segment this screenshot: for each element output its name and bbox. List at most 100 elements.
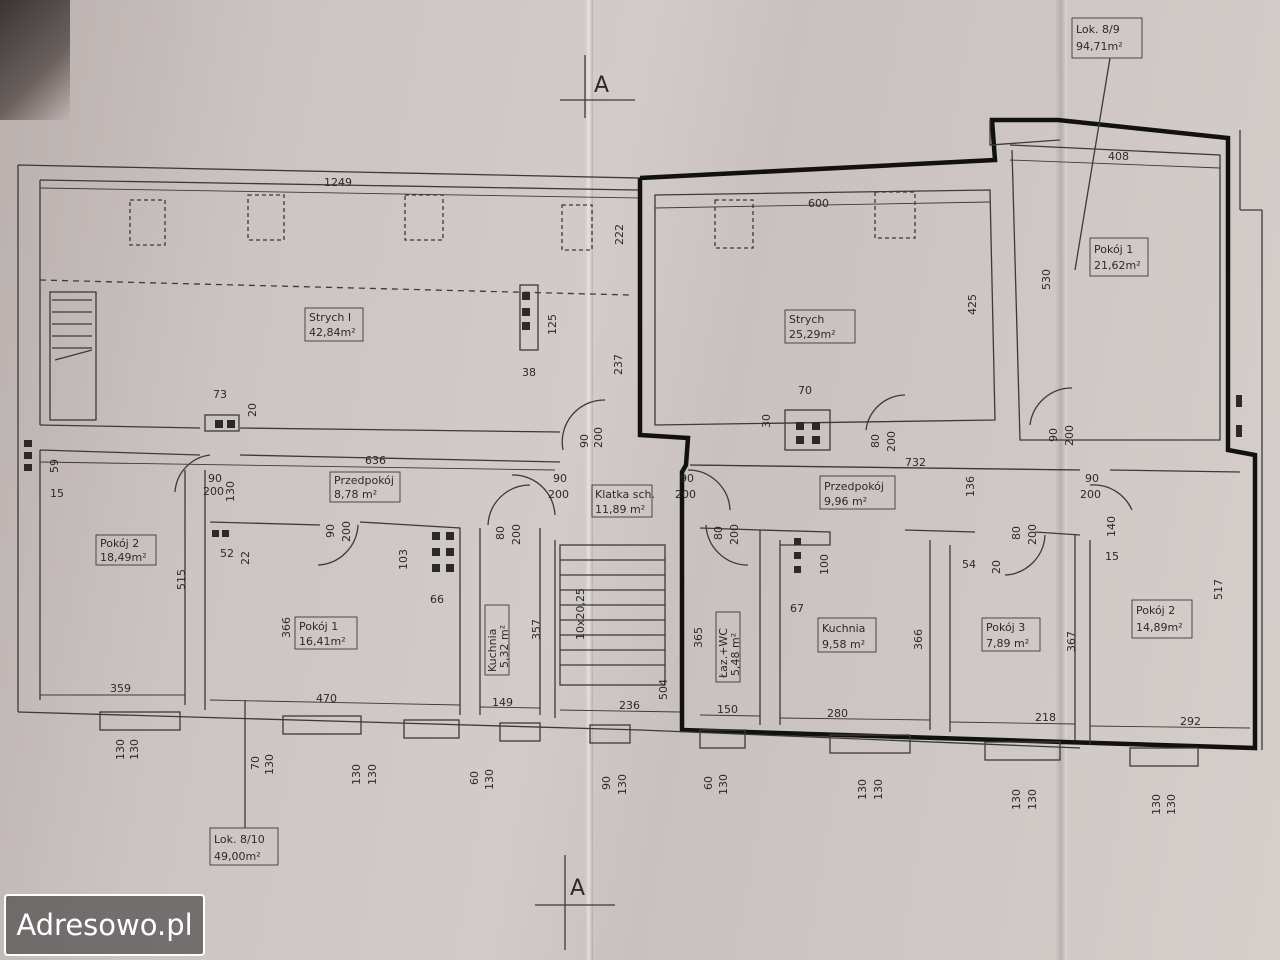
dim-label: 366 — [912, 629, 925, 650]
wall-kuchnia-klatka — [539, 528, 556, 718]
unit-8-10-area: 49,00m² — [214, 850, 261, 863]
windows — [99, 711, 1199, 767]
dim-label: 530 — [1040, 269, 1053, 290]
dim-label: 66 — [430, 593, 444, 606]
section-mark-bottom-label: A — [570, 876, 585, 901]
staircase-steps — [560, 559, 665, 666]
window-dimension-labels: 130 130 70 130 130 130 60 130 90 130 60 … — [114, 739, 1178, 815]
dim-label: 504 — [657, 679, 670, 700]
vertical-dimension-labels: 222 425 530 125 237 20 30 59 130 90 200 … — [48, 224, 1225, 700]
room-klatka-area: 11,89 m² — [595, 503, 645, 516]
room-kuchnia-left-name: Kuchnia — [486, 629, 499, 672]
leader-lok89 — [1074, 57, 1111, 271]
dim-label: 90 — [578, 434, 591, 448]
dim-label: 292 — [1180, 715, 1201, 728]
room-przedpokoj-left-name: Przedpokój — [334, 474, 394, 487]
dim-label: 130 — [366, 764, 379, 785]
dim-label: 38 — [522, 366, 536, 379]
room-pokoj1-right-area: 21,62m² — [1094, 259, 1141, 272]
dim-label: 150 — [717, 703, 738, 716]
room-strych1-name: Strych I — [309, 311, 351, 324]
room-pokoj1-right-name: Pokój 1 — [1094, 243, 1133, 256]
paper-fold-right — [1055, 0, 1067, 960]
room-pokoj1-left-name: Pokój 1 — [299, 620, 338, 633]
dim-label: 73 — [213, 388, 227, 401]
dim-label: 280 — [827, 707, 848, 720]
section-mark-top — [560, 55, 635, 118]
dim-label: 15 — [50, 487, 64, 500]
paper-fold — [585, 0, 593, 960]
dim-label: 90 — [1085, 472, 1099, 485]
attic-left-walls — [17, 164, 641, 712]
section-mark-top-label: A — [594, 73, 609, 98]
room-przedpokoj-left-area: 8,78 m² — [334, 488, 377, 501]
dim-label: 100 — [818, 554, 831, 575]
dim-label: 732 — [905, 456, 926, 469]
door-swings — [174, 387, 1133, 576]
dim-label: 90 — [324, 524, 337, 538]
dim-label: 130 — [350, 764, 363, 785]
wall-pokoj3-pokoj2 — [1074, 535, 1091, 745]
dim-label: 70 — [798, 384, 812, 397]
dim-label: 365 — [692, 627, 705, 648]
dim-label: 80 — [712, 526, 725, 540]
attic-dashed-line — [39, 279, 631, 296]
room-pokoj2-right-name: Pokój 2 — [1136, 604, 1175, 617]
chimney-left — [204, 414, 240, 432]
dim-label: 359 — [110, 682, 131, 695]
unit-8-9-area: 94,71m² — [1076, 40, 1123, 53]
dim-label: 130 — [1010, 789, 1023, 810]
dim-label: 600 — [808, 197, 829, 210]
dim-label: 130 — [856, 779, 869, 800]
dim-label: 136 — [964, 476, 977, 497]
chimney-mid — [784, 409, 831, 451]
room-strych-area: 25,29m² — [789, 328, 836, 341]
dim-label: 200 — [885, 431, 898, 452]
dim-label: 90 — [680, 472, 694, 485]
dim-label: 636 — [365, 454, 386, 467]
wall-kuchnia-pokoj3 — [929, 540, 951, 732]
dim-label: 366 — [280, 617, 293, 638]
room-lazienka-name: Łaz.+WC — [717, 628, 730, 679]
room-przedpokoj-right-area: 9,96 m² — [824, 495, 867, 508]
unit-8-9-name: Lok. 8/9 — [1076, 23, 1120, 36]
flue-markers — [24, 292, 1242, 573]
room-pokoj1-left-area: 16,41m² — [299, 635, 346, 648]
dim-label: 200 — [203, 485, 224, 498]
dim-label: 200 — [1080, 488, 1101, 501]
dim-label: 130 — [717, 774, 730, 795]
dim-label: 10x20,25 — [574, 588, 587, 640]
dim-label: 80 — [1010, 526, 1023, 540]
room-pokoj2-left-name: Pokój 2 — [100, 537, 139, 550]
label-boxes — [95, 17, 1193, 866]
dim-label: 20 — [246, 403, 259, 417]
pokoj1-right-room — [1009, 144, 1221, 441]
dim-label: 103 — [397, 549, 410, 570]
dim-label: 222 — [613, 224, 626, 245]
corridor-left-wall — [39, 449, 561, 700]
dim-label: 125 — [546, 314, 559, 335]
dim-label: 130 — [616, 774, 629, 795]
dim-label: 52 — [220, 547, 234, 560]
dim-label: 357 — [530, 619, 543, 640]
unit-8-9-outline — [637, 117, 1258, 751]
dim-label: 130 — [263, 754, 276, 775]
south-wall — [17, 711, 1081, 749]
dim-label: 200 — [592, 427, 605, 448]
right-outer-wall — [1239, 130, 1263, 750]
dim-label: 200 — [1026, 524, 1039, 545]
staircase — [559, 544, 666, 686]
dim-label: 70 — [249, 756, 262, 770]
wall-kuchnia-right — [759, 529, 831, 546]
dim-label: 80 — [494, 526, 507, 540]
dim-label: 515 — [175, 569, 188, 590]
dim-label: 54 — [962, 558, 976, 571]
dim-label: 67 — [790, 602, 804, 615]
room-kuchnia-left-area: 5,32 m² — [498, 625, 511, 668]
section-mark-bottom — [535, 855, 615, 950]
wall-pokoj2-pokoj1 — [184, 470, 206, 710]
wall-pokoj3-top — [904, 529, 1081, 536]
room-kuchnia-right-area: 9,58 m² — [822, 638, 865, 651]
dim-label: 140 — [1105, 516, 1118, 537]
background-sheet-corner — [0, 0, 70, 120]
